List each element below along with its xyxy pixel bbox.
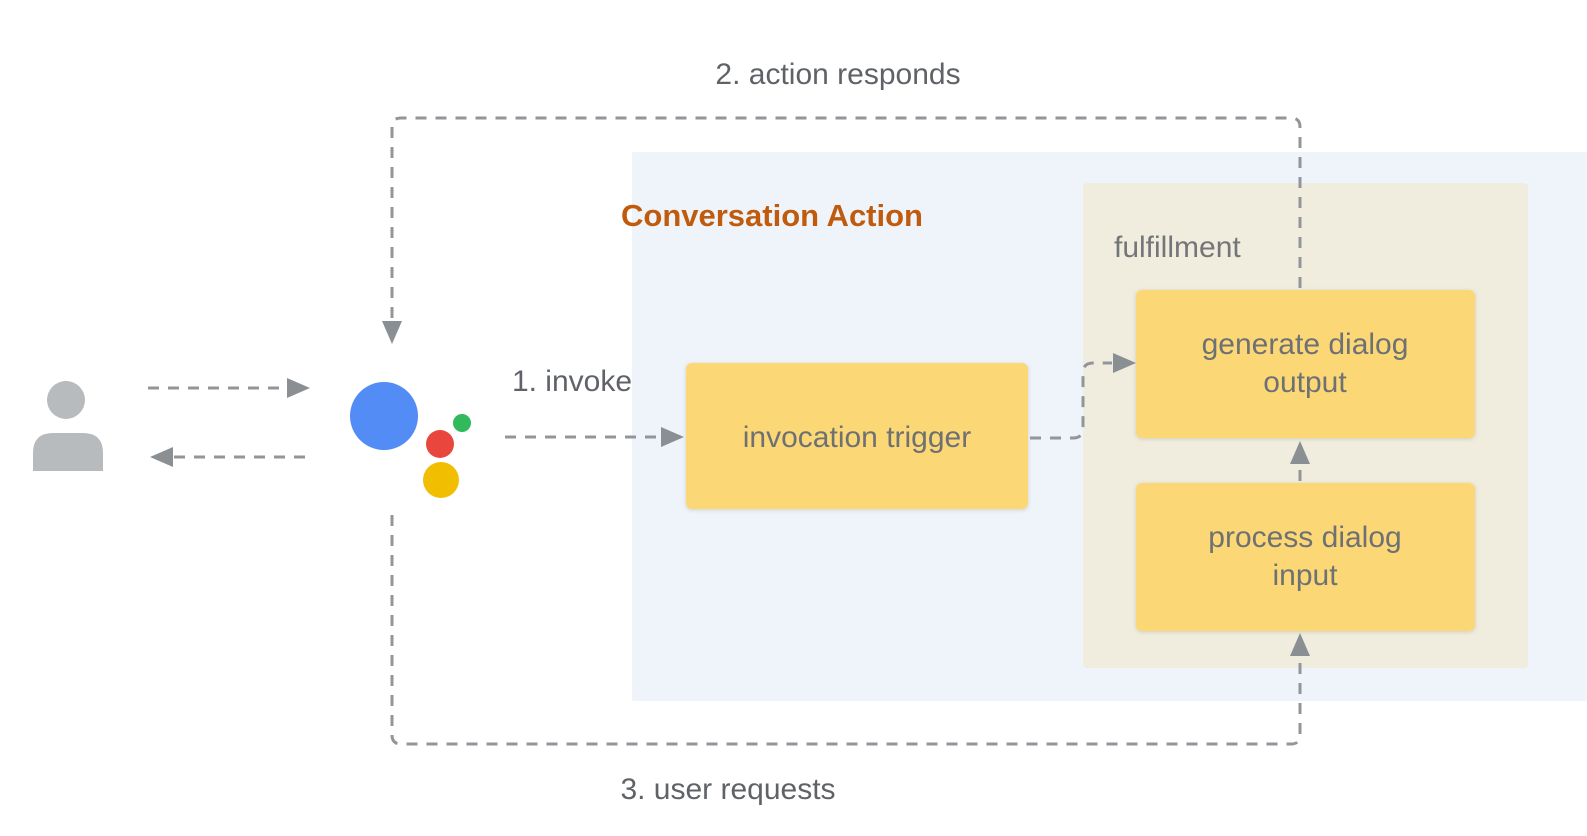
assistant-blue-circle (350, 382, 418, 450)
connector-action-responds (382, 116, 1302, 344)
user-requests-label: 3. user requests (620, 773, 835, 806)
invocation-trigger-node: invocation trigger (686, 363, 1028, 509)
arrow-invoke-head (661, 427, 684, 447)
user-icon-head (47, 381, 85, 419)
invocation-trigger-box (686, 363, 1028, 509)
connector-user-requests-head (1290, 633, 1310, 656)
assistant-green-circle (453, 414, 471, 432)
arrow-assistant-to-user-head (150, 447, 173, 467)
invocation-trigger-label: invocation trigger (743, 421, 971, 454)
google-assistant-logo (350, 382, 471, 498)
arrow-invoke (505, 427, 684, 447)
connector-action-responds-line (390, 116, 1302, 320)
invoke-label: 1. invoke (512, 365, 632, 398)
process-dialog-input-label-line2: input (1272, 559, 1338, 592)
generate-dialog-output-label-line1: generate dialog (1202, 328, 1409, 361)
connector-trigger-to-generate-line (1030, 361, 1112, 440)
process-dialog-input-label-line1: process dialog (1208, 521, 1401, 554)
arrow-assistant-to-user (150, 447, 312, 467)
connector-trigger-to-generate-head (1113, 353, 1136, 373)
connector-action-responds-head (382, 321, 402, 344)
connector-trigger-to-generate (1030, 353, 1136, 440)
process-dialog-input-box (1136, 483, 1475, 631)
generate-dialog-output-label-line2: output (1263, 366, 1347, 399)
generate-dialog-output-box (1136, 290, 1475, 438)
arrow-user-to-assistant-head (287, 378, 310, 398)
action-responds-label: 2. action responds (715, 58, 960, 91)
connector-user-requests-line (390, 515, 1302, 746)
user-icon (33, 381, 103, 471)
user-icon-body (33, 433, 103, 471)
arrow-user-to-assistant (148, 378, 310, 398)
assistant-red-circle (426, 430, 454, 458)
conversation-action-title: Conversation Action (621, 198, 923, 233)
connector-user-requests (390, 515, 1310, 746)
assistant-yellow-circle (423, 462, 459, 498)
connector-process-to-generate (1290, 441, 1310, 481)
connector-process-to-generate-head (1290, 441, 1310, 464)
process-dialog-input-node: process dialog input (1136, 483, 1475, 631)
fulfillment-label: fulfillment (1114, 231, 1241, 264)
generate-dialog-output-node: generate dialog output (1136, 290, 1475, 438)
